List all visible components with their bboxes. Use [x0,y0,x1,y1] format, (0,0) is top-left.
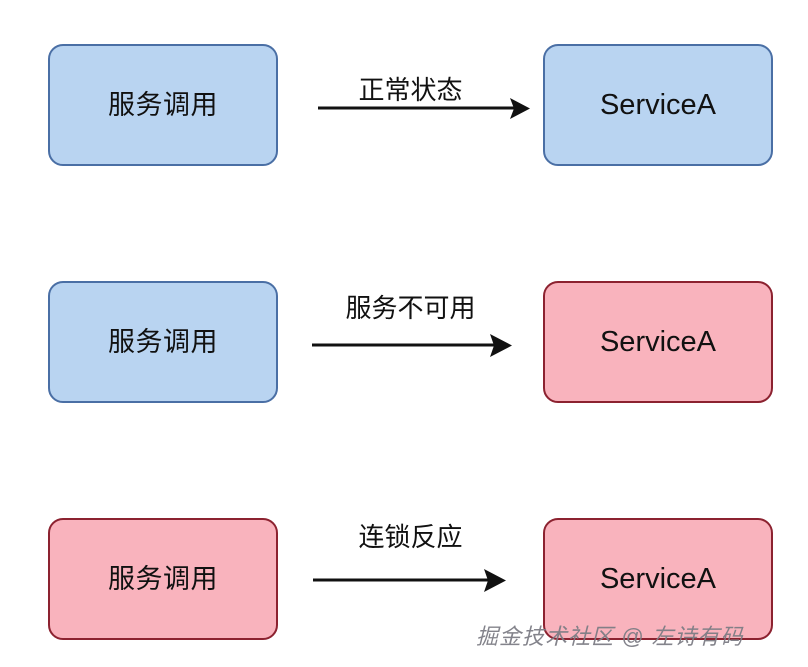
watermark: 掘金技术社区 @ 左诗有码 [476,624,744,649]
diagram-row-normal: 服务调用 正常状态 ServiceA [0,44,808,166]
node-service-a-row2[interactable]: ServiceA [543,281,773,403]
arrow-chain-reaction: 连锁反应 [278,518,543,640]
arrow-right-icon [313,569,506,592]
arrow-normal-state: 正常状态 [278,44,543,166]
diagram-row-cascade: 服务调用 连锁反应 ServiceA [0,518,808,640]
node-service-a-row3[interactable]: ServiceA [543,518,773,640]
node-service-a-row1[interactable]: ServiceA [543,44,773,166]
arrow-right-icon [312,334,512,357]
node-label: 服务调用 [108,326,218,357]
arrow-label: 服务不可用 [345,293,476,323]
node-label: 服务调用 [108,563,218,594]
node-label: ServiceA [599,88,717,121]
arrow-right-icon [318,98,530,119]
arrow-service-unavailable: 服务不可用 [278,281,543,403]
arrow-label: 连锁反应 [358,522,463,552]
diagram-row-unavailable: 服务调用 服务不可用 ServiceA [0,281,808,403]
node-label: ServiceA [599,325,717,358]
node-service-caller-row1[interactable]: 服务调用 [48,44,278,166]
node-service-caller-row3[interactable]: 服务调用 [48,518,278,640]
arrow-label: 正常状态 [358,75,463,105]
node-label: ServiceA [599,562,717,595]
node-label: 服务调用 [108,89,218,120]
node-service-caller-row2[interactable]: 服务调用 [48,281,278,403]
